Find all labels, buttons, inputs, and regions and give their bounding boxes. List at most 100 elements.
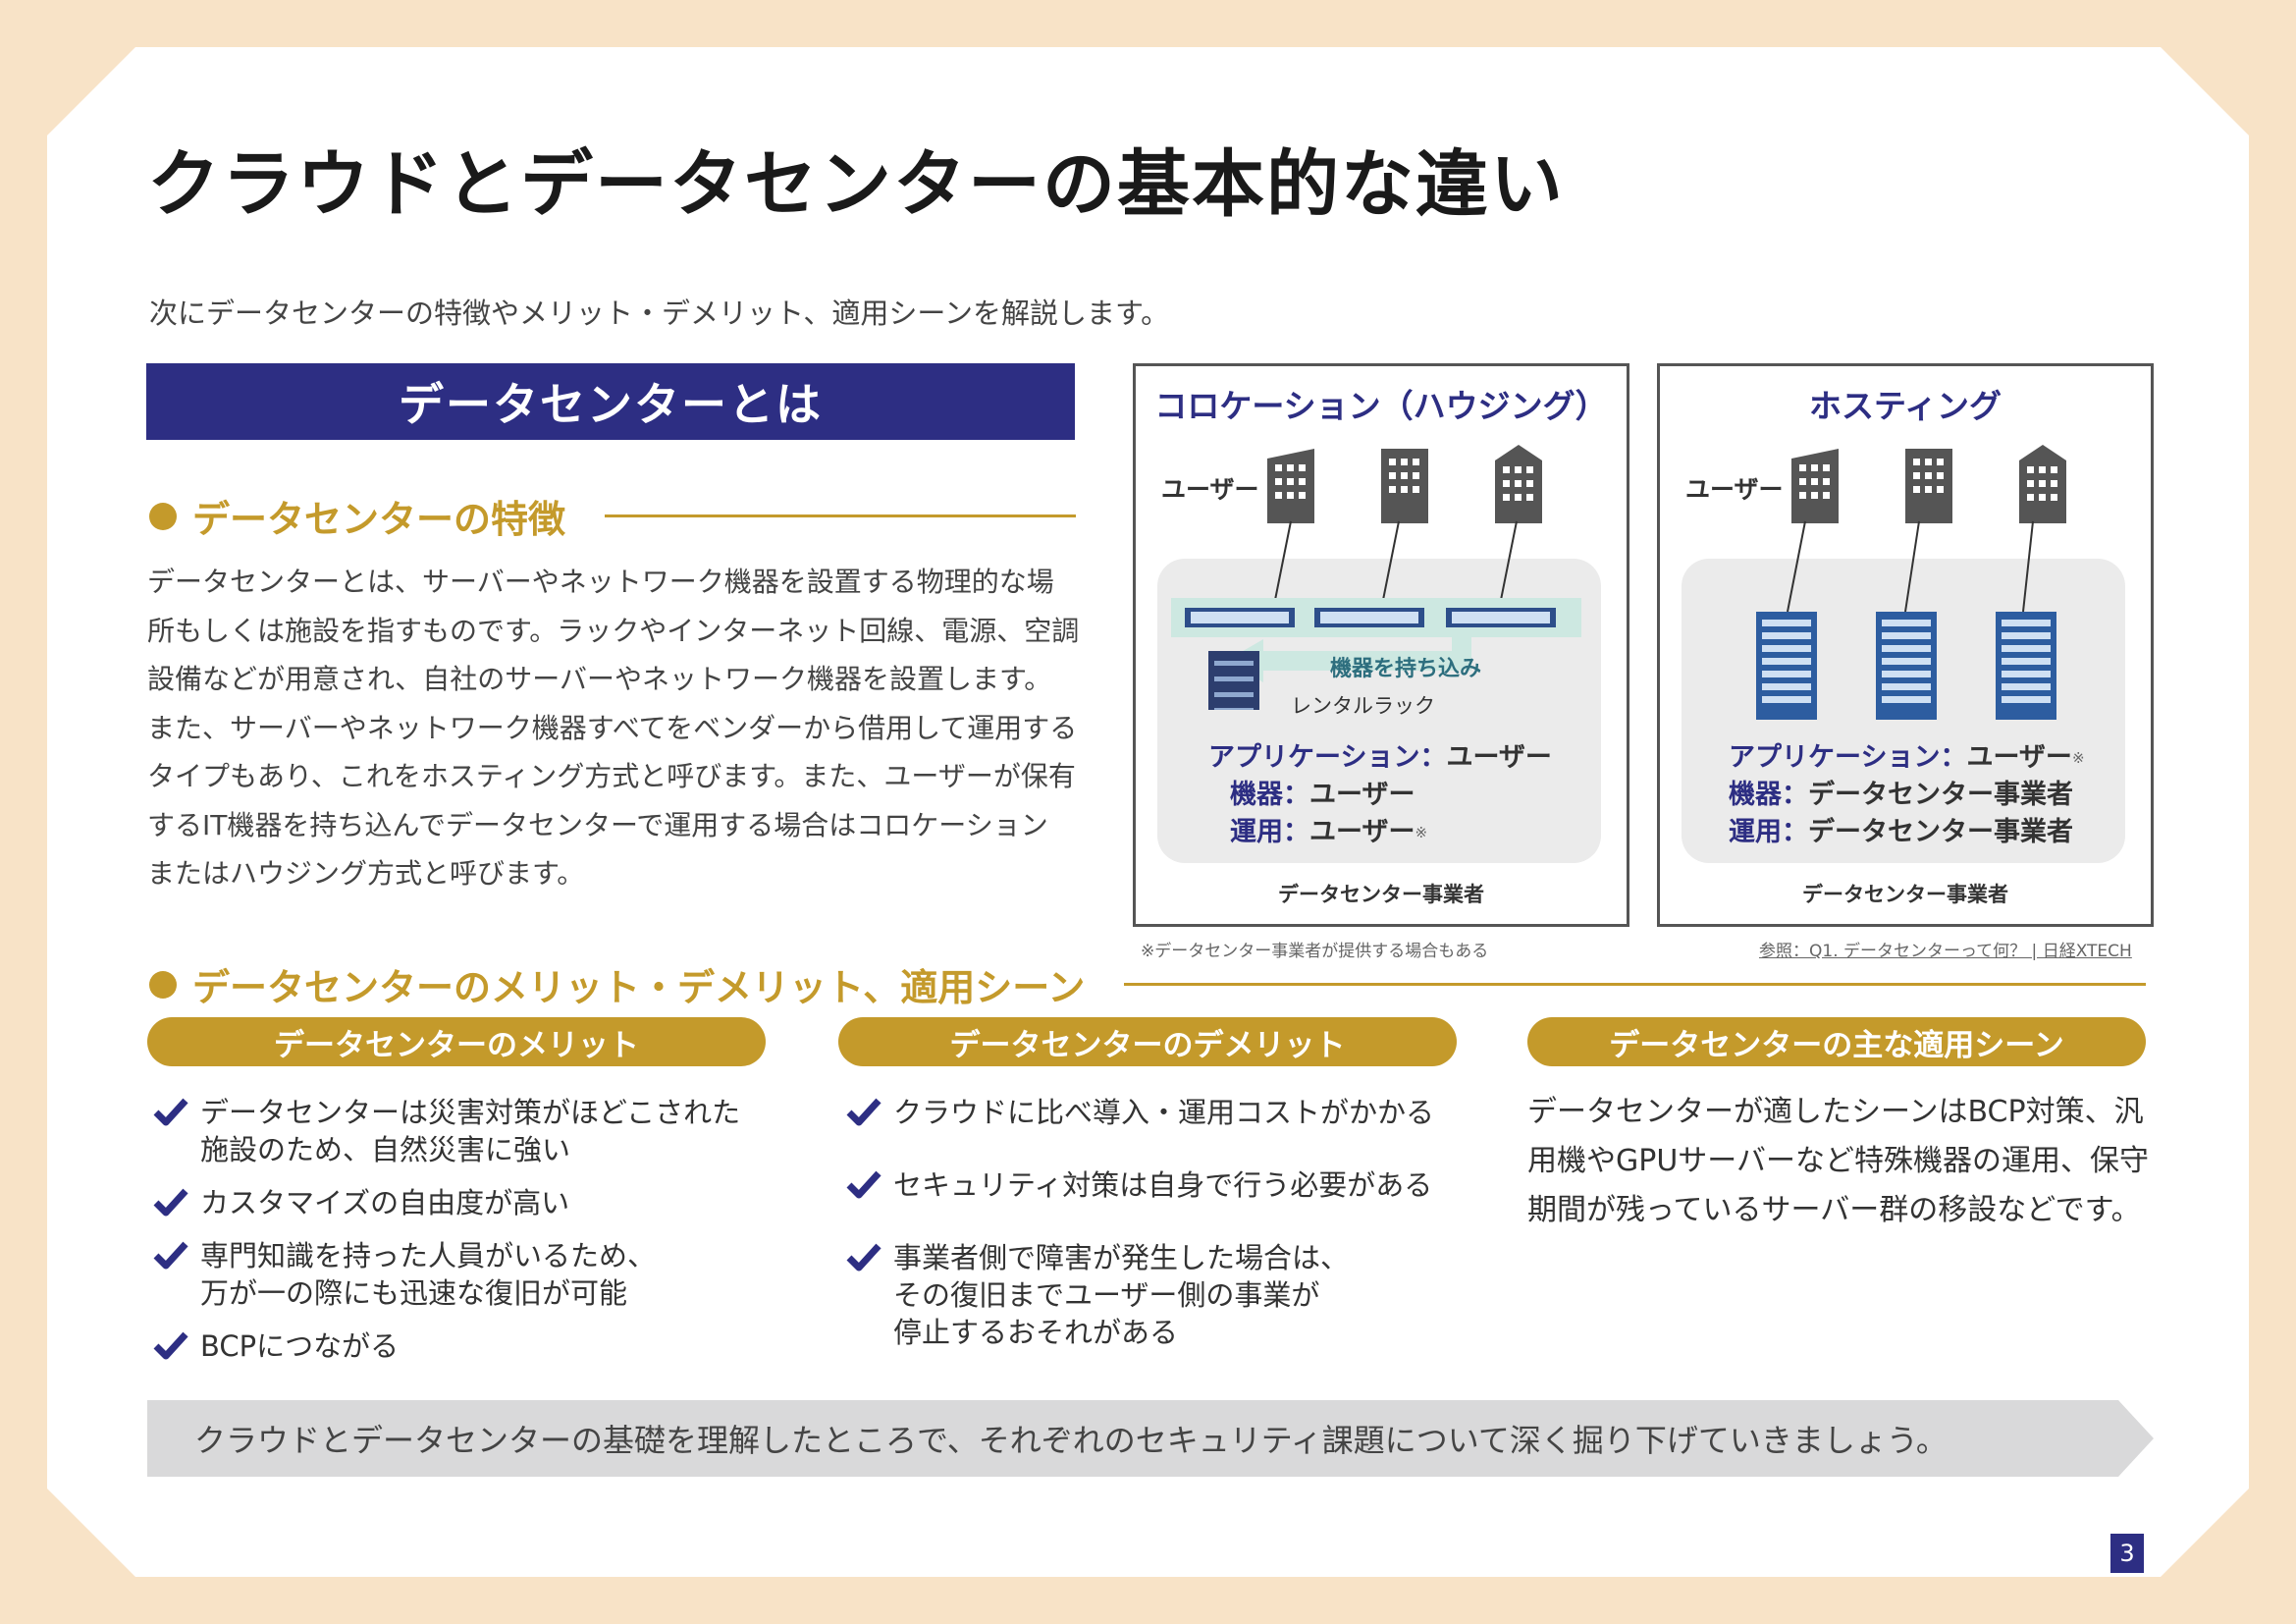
- role-line: 運用：データセンター事業者: [1729, 817, 2073, 847]
- building-icon: [1267, 449, 1314, 523]
- merits-section-heading: データセンターのメリット・デメリット、適用シーン: [149, 957, 2146, 1011]
- features-line: また、サーバーやネットワーク機器すべてをベンダーから借用して運用する: [147, 711, 1078, 744]
- server-rack-icon: [1756, 612, 1817, 720]
- list-item: カスタマイズの自由度が高い: [149, 1184, 740, 1221]
- role-line: 機器：ユーザー: [1230, 780, 1415, 810]
- role-key: 機器: [1230, 780, 1283, 810]
- role-key: アプリケーション: [1208, 742, 1420, 773]
- server-rack-icon: [1208, 651, 1259, 710]
- role-note: ※: [2071, 749, 2085, 767]
- check-icon: [153, 1241, 188, 1270]
- role-value: ユーザー: [1309, 817, 1415, 847]
- merit-list: データセンターは災害対策がほどこされた 施設のため、自然災害に強い カスタマイズ…: [149, 1094, 740, 1365]
- check-icon: [153, 1188, 188, 1217]
- item-line: 万が一の際にも迅速な復旧が可能: [200, 1276, 628, 1310]
- page-title: クラウドとデータセンターの基本的な違い: [147, 142, 1565, 227]
- role-key: 運用: [1729, 817, 1782, 847]
- usage-text: データセンターが適したシーンはBCP対策、汎 用機やGPUサーバーなど特殊機器の…: [1527, 1088, 2149, 1235]
- check-icon: [846, 1098, 881, 1126]
- arrow-left-icon: [1226, 637, 1471, 682]
- role-key: アプリケーション: [1729, 742, 1941, 773]
- usage-line: 用機やGPUサーバーなど特殊機器の運用、保守: [1527, 1144, 2149, 1178]
- rack-unit-icon: [1185, 608, 1295, 627]
- building-icon: [2019, 445, 2066, 523]
- features-line: またはハウジング方式と呼びます。: [147, 857, 585, 890]
- merits-section-label: データセンターのメリット・デメリット、適用シーン: [192, 966, 1086, 1009]
- item-line: 施設のため、自然災害に強い: [200, 1133, 571, 1166]
- hosting-roles: アプリケーション：ユーザー※ 機器：データセンター事業者 運用：データセンター事…: [1729, 739, 2085, 851]
- check-icon: [153, 1331, 188, 1360]
- bullet-dot-icon: [149, 502, 177, 530]
- usage-line: 期間が残っているサーバー群の移設などです。: [1527, 1193, 2141, 1227]
- building-icons: [1791, 445, 2066, 523]
- role-value: ユーザー: [1446, 742, 1552, 773]
- list-item: 事業者側で障害が発生した場合は、 その復旧までユーザー側の事業が 停止するおそれ…: [842, 1239, 1434, 1351]
- conclusion-banner: クラウドとデータセンターの基礎を理解したところで、それぞれのセキュリティ課題につ…: [147, 1400, 2154, 1477]
- check-icon: [153, 1098, 188, 1126]
- building-icon: [1381, 449, 1428, 523]
- item-line: その復旧までユーザー側の事業が: [893, 1278, 1320, 1312]
- server-rack-icon: [1876, 612, 1937, 720]
- rack-unit-icon: [1314, 608, 1424, 627]
- bring-in-label: 機器を持ち込み: [1330, 657, 1482, 681]
- role-note: ※: [1415, 824, 1428, 841]
- list-item: クラウドに比べ導入・運用コストがかかる: [842, 1094, 1434, 1131]
- item-line: データセンターは災害対策がほどこされた: [200, 1096, 741, 1129]
- item-line: BCPにつながる: [200, 1329, 400, 1363]
- operator-label: データセンター事業者: [1802, 883, 2008, 906]
- rack-flow-diagram: [1171, 520, 1581, 710]
- section-banner: データセンターとは: [146, 363, 1075, 440]
- item-line: 停止するおそれがある: [893, 1316, 1179, 1349]
- item-line: クラウドに比べ導入・運用コストがかかる: [893, 1096, 1435, 1129]
- check-icon: [846, 1243, 881, 1272]
- item-line: カスタマイズの自由度が高い: [200, 1186, 570, 1219]
- list-item: データセンターは災害対策がほどこされた 施設のため、自然災害に強い: [149, 1094, 740, 1168]
- user-label: ユーザー: [1161, 475, 1259, 504]
- colocation-diagram: コロケーション（ハウジング） ユーザー 機器を持ち込み レンタルラック アプリケ…: [1133, 363, 1629, 927]
- features-line: タイプもあり、これをホスティング方式と呼びます。また、ユーザーが保有: [147, 760, 1076, 792]
- role-key: 運用: [1230, 817, 1283, 847]
- reference-link[interactable]: 参照：Q1. データセンターって何？ | 日経XTECH: [1759, 942, 2132, 961]
- colocation-title: コロケーション（ハウジング）: [1154, 387, 1608, 425]
- role-line: 機器：データセンター事業者: [1729, 780, 2073, 810]
- list-item: 専門知識を持った人員がいるため、 万が一の際にも迅速な復旧が可能: [149, 1237, 740, 1312]
- item-line: 事業者側で障害が発生した場合は、: [893, 1241, 1350, 1274]
- features-line: データセンターとは、サーバーやネットワーク機器を設置する物理的な場: [147, 566, 1054, 598]
- check-icon: [846, 1170, 881, 1199]
- operator-label: データセンター事業者: [1278, 883, 1484, 906]
- bullet-dot-icon: [149, 970, 177, 999]
- demerit-pill: データセンターのデメリット: [838, 1017, 1457, 1066]
- role-line: 運用：ユーザー※: [1230, 817, 1428, 847]
- features-body: データセンターとは、サーバーやネットワーク機器を設置する物理的な場 所もしくは施…: [147, 558, 1080, 898]
- intro-text: 次にデータセンターの特徴やメリット・デメリット、適用シーンを解説します。: [149, 297, 1170, 330]
- role-value: ユーザー: [1966, 742, 2072, 773]
- features-line: するIT機器を持ち込んでデータセンターで運用する場合はコロケーション: [147, 808, 1048, 841]
- features-heading-label: データセンターの特徴: [192, 498, 566, 541]
- features-line: 所もしくは施設を指すものです。ラックやインターネット回線、電源、空調: [147, 614, 1080, 647]
- hosting-title: ホスティング: [1808, 387, 2002, 425]
- hosted-servers: [1756, 520, 2056, 720]
- list-item: BCPにつながる: [149, 1327, 740, 1365]
- usage-pill: データセンターの主な適用シーン: [1527, 1017, 2146, 1066]
- heading-rule: [1124, 983, 2146, 986]
- role-line: アプリケーション：ユーザー※: [1729, 742, 2085, 773]
- role-line: アプリケーション：ユーザー: [1208, 742, 1552, 773]
- item-line: セキュリティ対策は自身で行う必要がある: [893, 1168, 1433, 1202]
- list-item: セキュリティ対策は自身で行う必要がある: [842, 1166, 1434, 1204]
- colocation-roles: アプリケーション：ユーザー 機器：ユーザー 運用：ユーザー※: [1208, 739, 1552, 851]
- item-line: 専門知識を持った人員がいるため、: [200, 1239, 657, 1272]
- role-value: データセンター事業者: [1808, 780, 2073, 810]
- role-value: データセンター事業者: [1808, 817, 2073, 847]
- building-icon: [1791, 449, 1839, 523]
- page-number: 3: [2110, 1534, 2144, 1573]
- role-key: 機器: [1729, 780, 1782, 810]
- footnote: ※データセンター事業者が提供する場合もある: [1141, 942, 1489, 961]
- merit-pill: データセンターのメリット: [147, 1017, 766, 1066]
- role-value: ユーザー: [1309, 780, 1415, 810]
- rental-rack-label: レンタルラック: [1291, 694, 1435, 718]
- building-icon: [1495, 445, 1542, 523]
- usage-line: データセンターが適したシーンはBCP対策、汎: [1527, 1095, 2144, 1129]
- rack-unit-icon: [1446, 608, 1556, 627]
- server-rack-icon: [1996, 612, 2056, 720]
- building-icon: [1905, 449, 1952, 523]
